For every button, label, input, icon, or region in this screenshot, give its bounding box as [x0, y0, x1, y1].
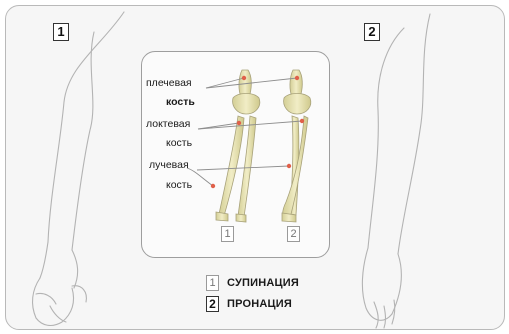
marker-ulna-right	[300, 119, 304, 123]
legend-item-supination: 1 СУПИНАЦИЯ	[206, 275, 299, 291]
pronation-bones	[282, 70, 311, 222]
label-humerus-line1: плечевая	[146, 77, 192, 89]
label-ulna-line1: локтевая	[146, 118, 190, 130]
marker-humerus-right	[295, 76, 299, 80]
inset-number-right: 2	[287, 226, 300, 242]
legend-item-pronation: 2 ПРОНАЦИЯ	[206, 296, 292, 312]
figure-frame: 1 2	[5, 5, 505, 330]
marker-radius-right	[287, 164, 291, 168]
marker-radius-left	[211, 184, 215, 188]
marker-ulna-left	[237, 121, 241, 125]
legend-number-2: 2	[206, 296, 219, 312]
marker-humerus-left	[242, 76, 246, 80]
bone-markers	[211, 76, 304, 188]
supination-bones	[216, 70, 260, 222]
legend-text-pronation: ПРОНАЦИЯ	[227, 298, 292, 310]
inset-number-left: 1	[221, 226, 234, 242]
legend-text-supination: СУПИНАЦИЯ	[227, 277, 299, 289]
legend-number-1: 1	[206, 275, 219, 291]
label-radius-line2: кость	[166, 179, 192, 191]
label-radius-line1: лучевая	[149, 159, 189, 171]
label-ulna-line2: кость	[166, 137, 192, 149]
label-humerus-line2: кость	[166, 96, 195, 108]
